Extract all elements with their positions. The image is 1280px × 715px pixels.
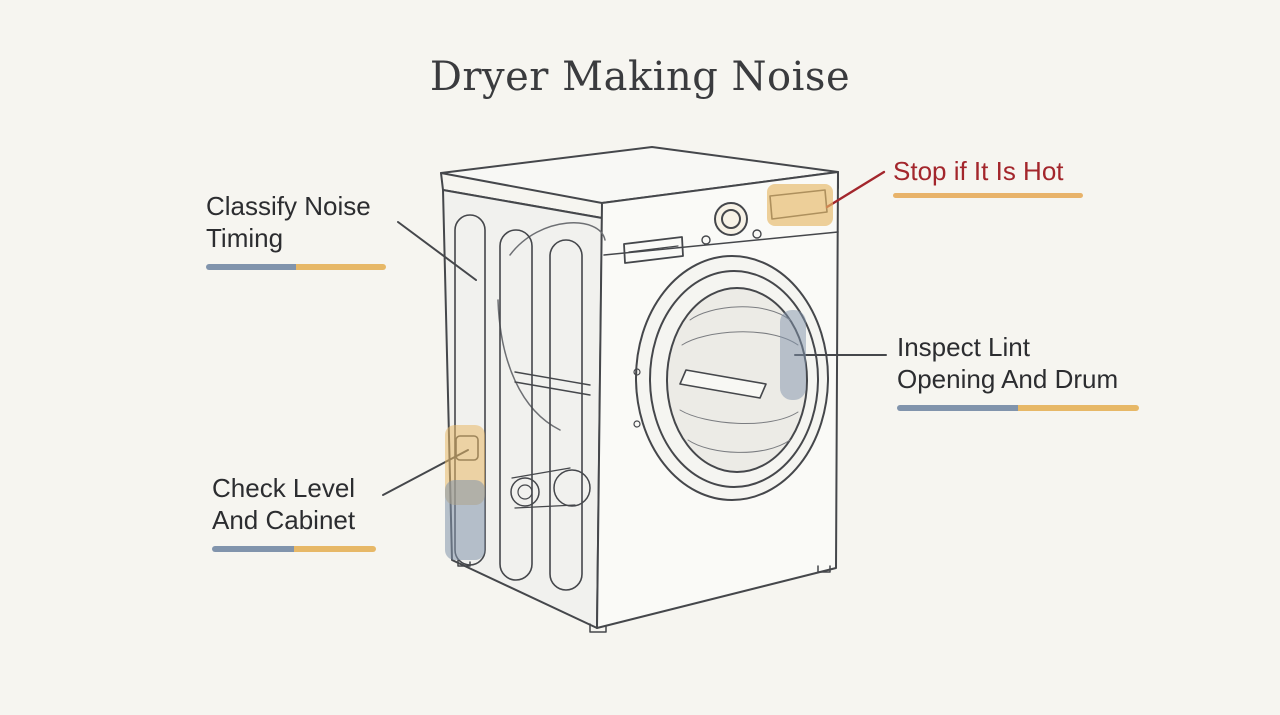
callout-underline <box>206 264 386 270</box>
callout-underline <box>893 193 1083 198</box>
callout-line: Stop if It Is Hot <box>893 156 1064 186</box>
callout-stop-if-hot: Stop if It Is Hot <box>893 155 1083 198</box>
callout-line: Classify Noise <box>206 191 371 221</box>
callout-line: Timing <box>206 223 284 253</box>
callout-line: Inspect Lint <box>897 332 1030 362</box>
callout-underline <box>897 405 1139 411</box>
callout-check-level-cabinet: Check Level And Cabinet <box>212 472 376 552</box>
callout-underline <box>212 546 376 552</box>
callout-inspect-lint-drum: Inspect Lint Opening And Drum <box>897 331 1139 411</box>
page-title: Dryer Making Noise <box>429 54 851 100</box>
callout-classify-noise-timing: Classify Noise Timing <box>206 190 386 270</box>
callout-line: Opening And Drum <box>897 364 1119 394</box>
callout-line: Check Level <box>212 473 356 503</box>
callout-line: And Cabinet <box>212 505 356 535</box>
